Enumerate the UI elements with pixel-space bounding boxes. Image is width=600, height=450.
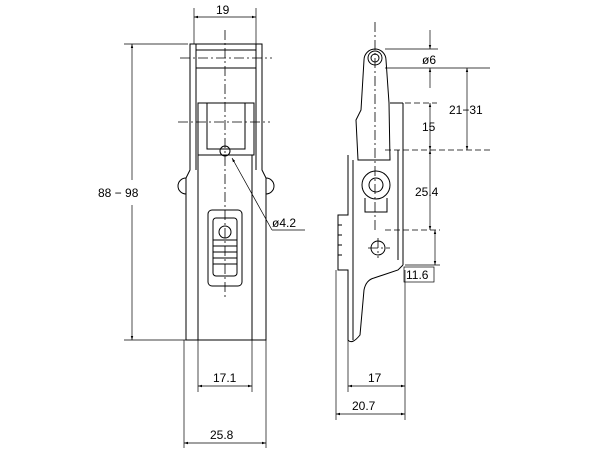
- dim-height: 88 − 98: [98, 186, 139, 200]
- side-view: [337, 22, 404, 343]
- dim-reach-range: 21−31: [449, 103, 483, 117]
- side-dimensions: ø6 21−31 15 25.4 11.6 17 20.7: [335, 30, 490, 420]
- dim-mid: 25.4: [415, 185, 439, 199]
- dim-inner-width: 17.1: [213, 371, 237, 385]
- dim-inner-depth: 17: [368, 371, 382, 385]
- dim-lower: 11.6: [406, 268, 429, 282]
- dim-outer-depth: 20.7: [352, 399, 376, 413]
- dim-upper: 15: [422, 120, 436, 134]
- dim-pivot-hole: ø6: [422, 53, 436, 67]
- grip-teeth: [338, 224, 342, 256]
- dim-top-width: 19: [216, 3, 230, 17]
- front-view: [177, 30, 275, 341]
- dim-hole: ø4.2: [272, 216, 296, 230]
- dim-outer-width: 25.8: [210, 428, 234, 442]
- front-dimensions: 19 88 − 98 ø4.2 17.1 25.8: [98, 3, 305, 448]
